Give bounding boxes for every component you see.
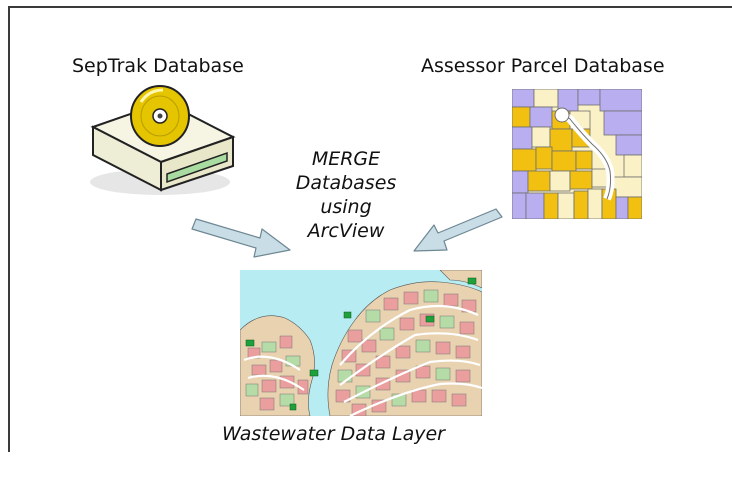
merge-arrow-left — [191, 218, 291, 258]
merge-line-1: MERGE — [311, 148, 381, 170]
septrak-database-title: SepTrak Database — [72, 55, 244, 77]
wastewater-data-layer-caption: Wastewater Data Layer — [222, 423, 445, 445]
merge-line-2: Databases — [295, 172, 397, 194]
merge-line-3: using — [320, 196, 372, 218]
database-disc-drive-icon — [90, 85, 236, 195]
merge-description: MERGE Databases using ArcView — [282, 147, 410, 243]
merge-line-4: ArcView — [307, 220, 385, 242]
wastewater-map-image — [240, 270, 482, 416]
assessor-parcel-database-title: Assessor Parcel Database — [421, 55, 665, 77]
slide-frame — [8, 6, 732, 452]
merge-arrow-right — [413, 208, 503, 252]
parcel-map-image — [512, 89, 642, 219]
